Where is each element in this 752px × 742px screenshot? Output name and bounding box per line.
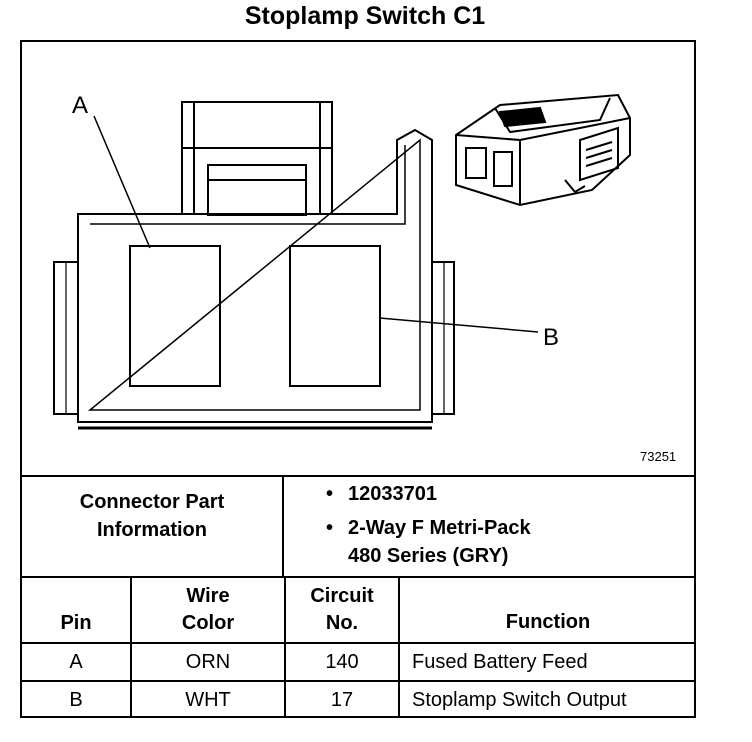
callout-b-label: B (543, 324, 560, 351)
header-wire-color-line2: Color (181, 611, 235, 634)
diagram-frame (20, 40, 696, 718)
row-a-function: Fused Battery Feed (412, 650, 588, 673)
top-latch (181, 101, 333, 215)
part-number: 12033701 (348, 483, 437, 505)
page-title: Stoplamp Switch C1 (244, 2, 486, 30)
leader-line-a (93, 115, 151, 249)
col-divider-2 (284, 576, 286, 718)
header-circuit-line1: Circuit (310, 584, 374, 607)
header-pin: Pin (60, 611, 92, 634)
row-b-function: Stoplamp Switch Output (412, 688, 627, 711)
connector-front-view (53, 101, 539, 430)
row-b-wire-color: WHT (185, 688, 231, 711)
col-divider-3 (398, 576, 400, 718)
row-b-circuit: 17 (330, 688, 354, 711)
leader-line-b (379, 317, 539, 333)
header-bottom-border (20, 642, 696, 644)
row-b-pin: B (69, 688, 83, 711)
header-circuit-line2: No. (325, 611, 359, 634)
row-divider (20, 680, 696, 682)
right-tab (431, 261, 455, 415)
bullet-1: • (326, 483, 334, 505)
bullet-2: • (326, 517, 334, 539)
info-label-line2: Information (97, 518, 207, 541)
figure-number: 73251 (640, 449, 677, 464)
info-divider (282, 475, 284, 578)
connector-body (77, 128, 433, 423)
connector-description-line1: 2-Way F Metri-Pack (348, 517, 531, 539)
header-top-border (20, 576, 696, 578)
row-a-circuit: 140 (325, 650, 359, 673)
callout-a-label: A (72, 92, 89, 119)
connector-iso-view (455, 93, 631, 207)
cavity-b (289, 245, 381, 387)
info-label-line1: Connector Part (79, 490, 225, 513)
connector-description-line2: 480 Series (GRY) (348, 545, 509, 567)
row-a-wire-color: ORN (185, 650, 231, 673)
row-a-pin: A (69, 650, 83, 673)
header-function: Function (505, 610, 591, 633)
cavity-a (129, 245, 221, 387)
header-wire-color-line1: Wire (186, 584, 230, 607)
table-top-border (20, 475, 696, 477)
col-divider-1 (130, 576, 132, 718)
